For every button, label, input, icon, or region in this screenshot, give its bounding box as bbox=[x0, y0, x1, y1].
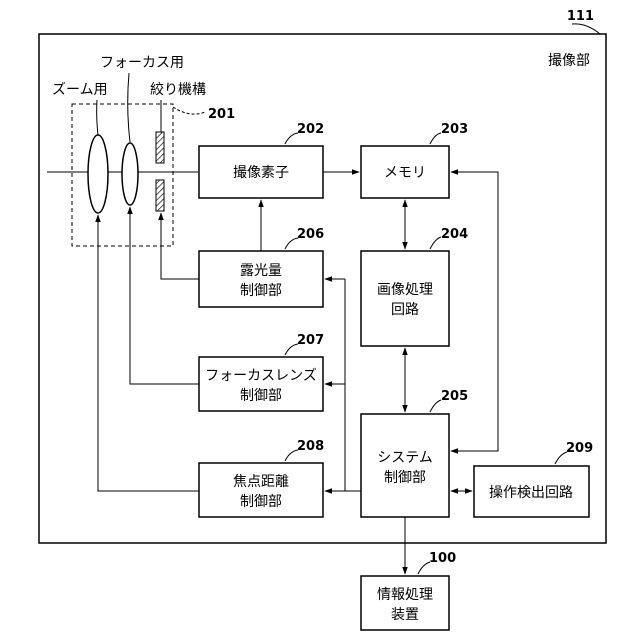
info-processor-text-1: 情報処理 bbox=[377, 587, 433, 603]
focal-length-control-ref-group: 208 bbox=[285, 439, 324, 461]
image-processing-ref: 204 bbox=[441, 227, 468, 242]
aperture-blade-bottom-icon bbox=[156, 180, 164, 211]
operation-detection-ref-group: 209 bbox=[555, 441, 593, 464]
aperture-blade-top-icon bbox=[156, 132, 164, 163]
aperture-label: 絞り機構 bbox=[150, 82, 206, 98]
info-processor-ref: 100 bbox=[429, 551, 456, 566]
info-processor-ref-group: 100 bbox=[418, 551, 456, 574]
focus-lens-control-ref: 207 bbox=[297, 333, 324, 348]
system-control-text-2: 制御部 bbox=[384, 470, 426, 486]
image-processing-text-2: 回路 bbox=[391, 302, 419, 318]
focus-lens-label: フォーカス用 bbox=[100, 55, 184, 71]
camera-unit-label: 撮像部 bbox=[548, 52, 590, 69]
focuscontrol-to-focuslens-arrow bbox=[130, 207, 199, 384]
system-bus-line bbox=[345, 279, 361, 491]
focal-length-control-text-2: 制御部 bbox=[240, 494, 282, 510]
focus-lens-control-text-2: 制御部 bbox=[240, 388, 282, 404]
zoom-lens-leader bbox=[97, 100, 98, 135]
lens-group-ref: 201 bbox=[208, 107, 235, 122]
focus-lens-control-text-1: フォーカスレンズ bbox=[205, 368, 317, 384]
focal-to-zoomlens-arrow bbox=[98, 215, 199, 491]
memory-ref: 203 bbox=[441, 122, 468, 137]
focus-lens-icon bbox=[122, 143, 138, 205]
memory-system-loop-arrow bbox=[451, 172, 498, 451]
exposure-to-aperture-arrow bbox=[161, 213, 199, 279]
image-sensor-ref-group: 202 bbox=[285, 122, 324, 144]
memory-text: メモリ bbox=[384, 165, 426, 181]
focus-lens-leader bbox=[128, 73, 130, 142]
focus-lens-control-ref-group: 207 bbox=[285, 333, 324, 355]
image-processing-text-1: 画像処理 bbox=[377, 282, 433, 298]
operation-detection-ref: 209 bbox=[566, 441, 593, 456]
camera-unit-ref: 111 bbox=[567, 9, 594, 24]
exposure-control-ref-group: 206 bbox=[285, 227, 324, 249]
system-control-ref: 205 bbox=[441, 389, 468, 404]
system-control-ref-group: 205 bbox=[430, 389, 468, 412]
system-control-text-1: システム bbox=[377, 450, 433, 466]
memory-ref-group: 203 bbox=[430, 122, 468, 144]
exposure-control-ref: 206 bbox=[297, 227, 324, 242]
image-sensor-text: 撮像素子 bbox=[233, 164, 289, 181]
zoom-lens-label: ズーム用 bbox=[52, 82, 108, 98]
image-processing-block bbox=[361, 251, 449, 346]
focal-length-control-ref: 208 bbox=[297, 439, 324, 454]
camera-unit-leader bbox=[572, 24, 600, 34]
exposure-control-text-1: 露光量 bbox=[240, 263, 282, 279]
lens-group-leader bbox=[173, 107, 205, 114]
exposure-control-text-2: 制御部 bbox=[240, 283, 282, 299]
info-processor-text-2: 装置 bbox=[391, 607, 419, 623]
operation-detection-text: 操作検出回路 bbox=[489, 485, 573, 501]
zoom-lens-icon bbox=[88, 135, 108, 213]
focal-length-control-text-1: 焦点距離 bbox=[233, 473, 289, 490]
image-processing-ref-group: 204 bbox=[430, 227, 468, 249]
image-sensor-ref: 202 bbox=[297, 122, 324, 137]
